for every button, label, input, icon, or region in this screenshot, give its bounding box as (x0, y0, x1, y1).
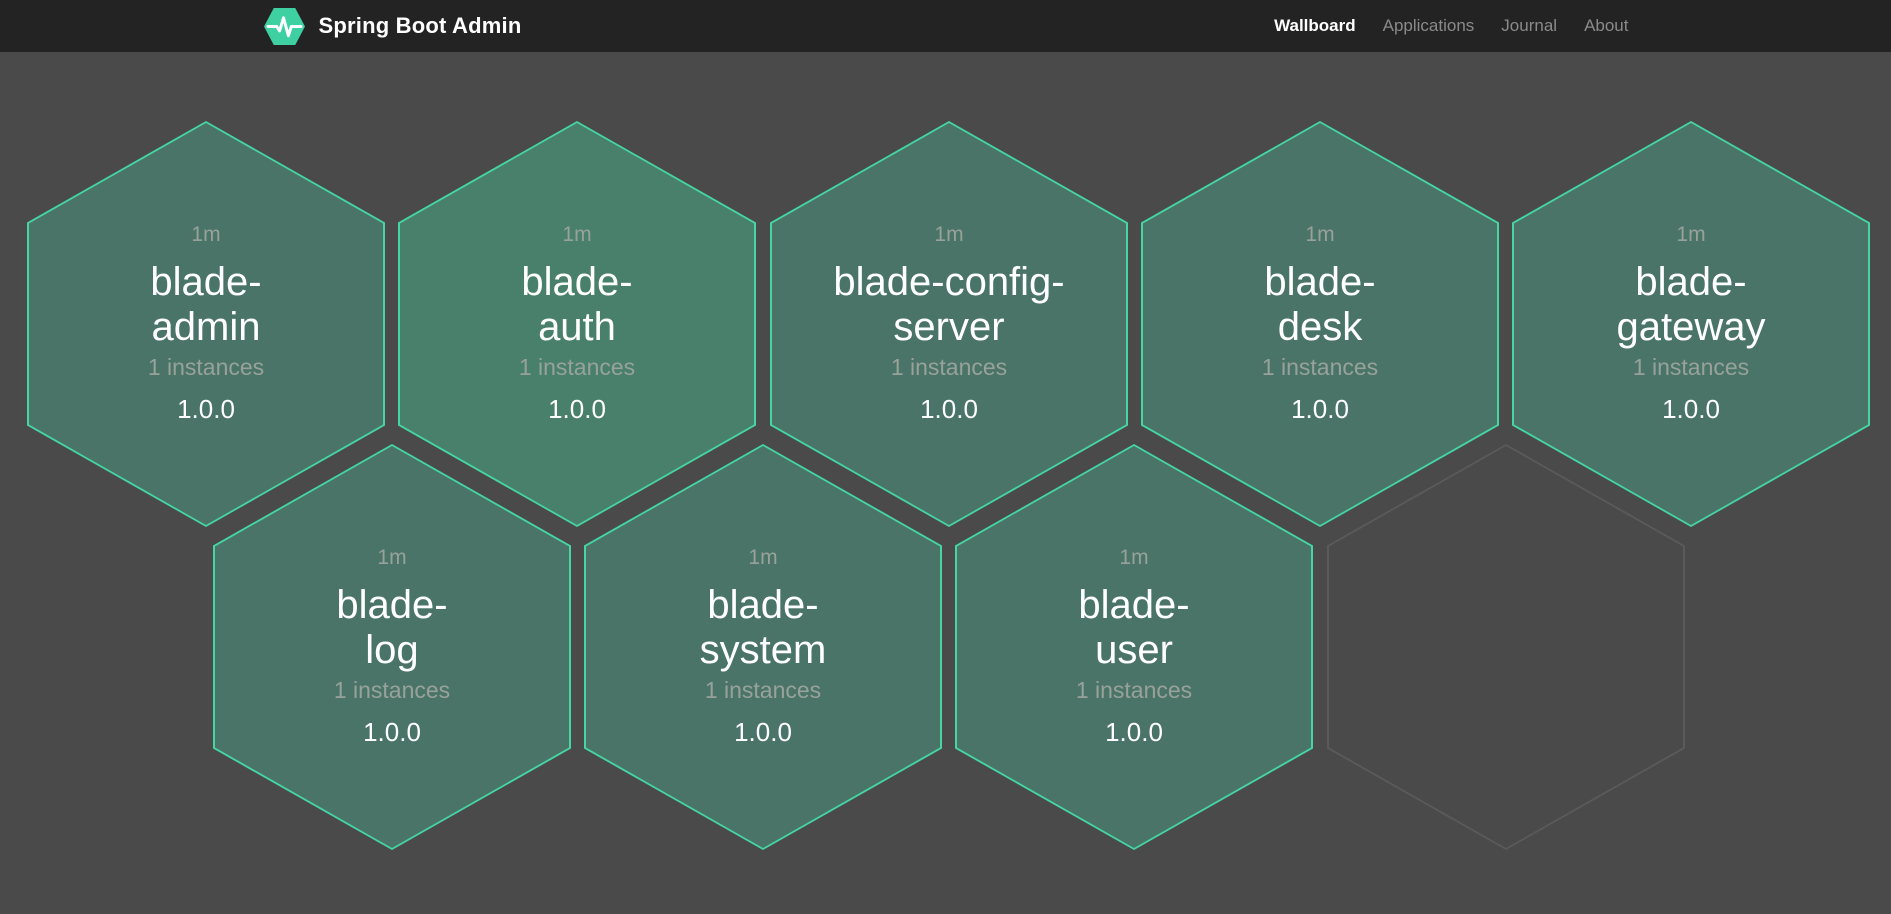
hexagon-fill: 1m blade- gateway 1 instances 1.0.0 (1514, 123, 1868, 525)
app-hexagon-blade-user[interactable]: 1m blade- user 1 instances 1.0.0 (955, 444, 1313, 850)
app-uptime: 1m (562, 223, 592, 246)
app-version: 1.0.0 (1291, 394, 1349, 424)
nav-item-applications[interactable]: Applications (1382, 16, 1475, 35)
app-version: 1.0.0 (548, 394, 606, 424)
app-name: blade- gateway (1617, 260, 1766, 350)
main-nav: Wallboard Applications Journal About (1274, 16, 1628, 36)
app-name: blade- log (336, 583, 447, 673)
app-version: 1.0.0 (1662, 394, 1720, 424)
app-uptime: 1m (377, 546, 407, 569)
app-name-line: blade-config- (833, 260, 1065, 304)
app-name-line: admin (151, 305, 261, 349)
app-name: blade- desk (1264, 260, 1375, 350)
app-name-line: user (1095, 628, 1173, 672)
app-version: 1.0.0 (363, 717, 421, 747)
app-uptime: 1m (1119, 546, 1149, 569)
app-name-line: server (893, 305, 1005, 349)
app-hexagon-blade-log[interactable]: 1m blade- log 1 instances 1.0.0 (213, 444, 571, 850)
app-name-line: log (365, 628, 419, 672)
app-instances: 1 instances (1632, 354, 1750, 380)
app-uptime: 1m (748, 546, 778, 569)
nav-item-wallboard[interactable]: Wallboard (1274, 16, 1356, 35)
app-name: blade- auth (521, 260, 632, 350)
app-uptime: 1m (1676, 223, 1706, 246)
hexagon-fill: 1m blade- auth 1 instances 1.0.0 (400, 123, 754, 525)
hexagon-fill: 1m blade- log 1 instances 1.0.0 (215, 446, 569, 848)
header-container: Spring Boot Admin Wallboard Applications… (263, 0, 1629, 52)
app-name-line: blade- (1264, 260, 1376, 304)
app-hexagon-blade-config-server[interactable]: 1m blade-config- server 1 instances 1.0.… (770, 121, 1128, 527)
app-name: blade- user (1078, 583, 1189, 673)
app-instances: 1 instances (704, 677, 822, 703)
app-hexagon-blade-auth[interactable]: 1m blade- auth 1 instances 1.0.0 (398, 121, 756, 527)
app-name: blade-config- server (833, 260, 1064, 350)
app-name-line: desk (1277, 305, 1363, 349)
app-version: 1.0.0 (1105, 717, 1163, 747)
app-name-line: blade- (1078, 583, 1190, 627)
hexagon-fill (1329, 446, 1683, 848)
app-uptime: 1m (1305, 223, 1335, 246)
app-hexagon-blade-gateway[interactable]: 1m blade- gateway 1 instances 1.0.0 (1512, 121, 1870, 527)
app-version: 1.0.0 (920, 394, 978, 424)
app-version: 1.0.0 (734, 717, 792, 747)
nav-item-journal[interactable]: Journal (1501, 16, 1558, 35)
hexagon-fill: 1m blade- desk 1 instances 1.0.0 (1143, 123, 1497, 525)
pulse-hexagon-logo-icon (263, 7, 305, 45)
hexagon-fill: 1m blade-config- server 1 instances 1.0.… (772, 123, 1126, 525)
app-title: Spring Boot Admin (318, 13, 522, 38)
app-hexagon-blade-system[interactable]: 1m blade- system 1 instances 1.0.0 (584, 444, 942, 850)
app-instances: 1 instances (890, 354, 1008, 380)
empty-hexagon-slot (1327, 444, 1685, 850)
app-name-line: blade- (336, 583, 448, 627)
app-instances: 1 instances (518, 354, 636, 380)
app-name-line: blade- (521, 260, 633, 304)
app-hexagon-blade-desk[interactable]: 1m blade- desk 1 instances 1.0.0 (1141, 121, 1499, 527)
app-name-line: auth (538, 305, 616, 349)
app-name-line: blade- (1635, 260, 1747, 304)
nav-item-about[interactable]: About (1584, 16, 1629, 35)
brand[interactable]: Spring Boot Admin (263, 7, 522, 46)
app-name-line: blade- (707, 583, 819, 627)
app-hexagon-blade-admin[interactable]: 1m blade- admin 1 instances 1.0.0 (27, 121, 385, 527)
app-instances: 1 instances (1075, 677, 1193, 703)
app-instances: 1 instances (147, 354, 265, 380)
app-name-line: blade- (150, 260, 262, 304)
app-instances: 1 instances (333, 677, 451, 703)
app-header: Spring Boot Admin Wallboard Applications… (0, 0, 1891, 52)
app-name-line: gateway (1616, 305, 1766, 349)
hexagon-fill: 1m blade- user 1 instances 1.0.0 (957, 446, 1311, 848)
wallboard-grid: 1m blade- admin 1 instances 1.0.0 1m bla… (0, 52, 1891, 914)
app-name-line: system (699, 628, 827, 672)
app-version: 1.0.0 (177, 394, 235, 424)
hexagon-fill: 1m blade- admin 1 instances 1.0.0 (29, 123, 383, 525)
hexagon-fill: 1m blade- system 1 instances 1.0.0 (586, 446, 940, 848)
app-name: blade- admin (150, 260, 261, 350)
app-name: blade- system (700, 583, 827, 673)
app-instances: 1 instances (1261, 354, 1379, 380)
app-uptime: 1m (191, 223, 221, 246)
app-uptime: 1m (934, 223, 964, 246)
